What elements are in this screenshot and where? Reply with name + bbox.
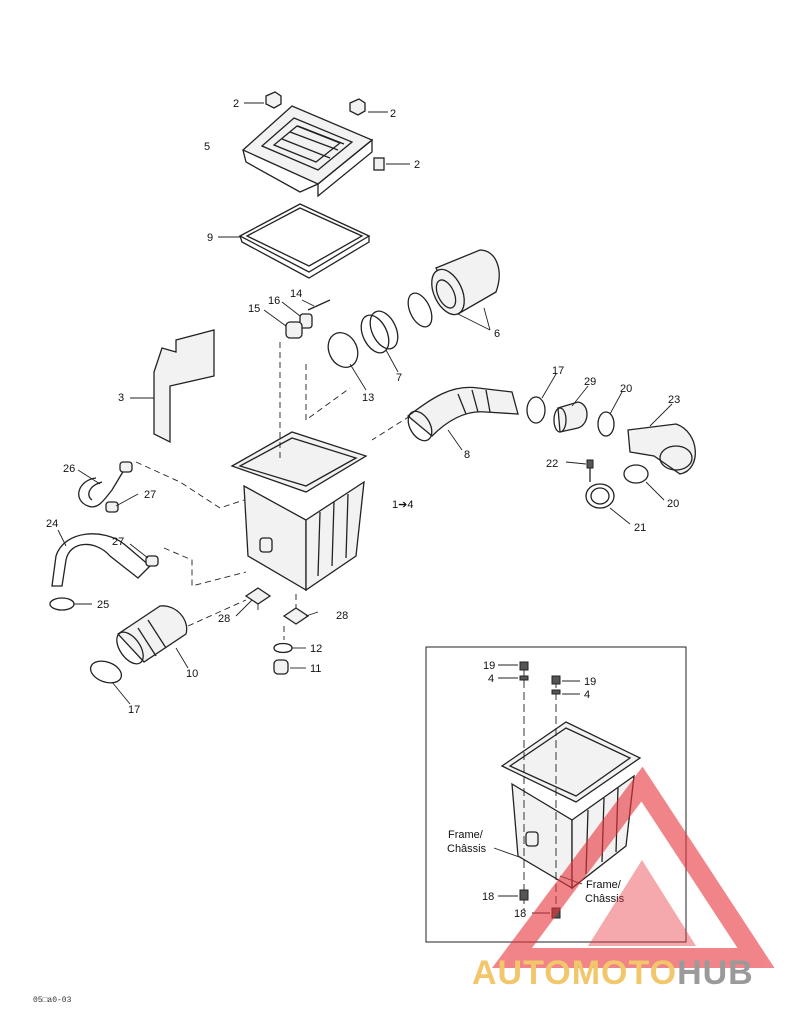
callout-5: 5 — [204, 141, 210, 153]
inset-callout-4b: 4 — [584, 689, 590, 701]
callout-28a: 28 — [218, 613, 230, 625]
filter-gasket — [238, 203, 371, 279]
plug-11 — [273, 659, 289, 675]
figure-code: 05□a0-03 — [33, 996, 72, 1005]
airbox-cover — [241, 105, 374, 198]
callout-17b: 17 — [128, 704, 140, 716]
callout-10: 10 — [186, 668, 198, 680]
inset-callout-18a: 18 — [482, 891, 494, 903]
callout-20a: 20 — [620, 383, 632, 395]
screw-22 — [586, 459, 594, 482]
clamp-27-upper — [105, 461, 133, 513]
drain-hose-26 — [78, 469, 125, 508]
coupler-29 — [553, 401, 588, 433]
callout-9: 9 — [207, 232, 213, 244]
elbow-23 — [627, 423, 696, 475]
callout-20b: 20 — [667, 498, 679, 510]
callout-6: 6 — [494, 328, 500, 340]
clamp-17-bottom — [89, 660, 123, 684]
callout-2c: 2 — [414, 159, 420, 171]
inset-callout-4a: 4 — [488, 673, 494, 685]
callout-15: 15 — [248, 303, 260, 315]
callout-labels: 2 2 2 5 9 14 16 15 6 13 7 3 17 29 20 23 … — [46, 98, 680, 716]
inset-frame-left-line1: Frame/ — [448, 829, 484, 841]
clip-part-top-right — [349, 98, 366, 116]
callout-14: 14 — [290, 288, 302, 300]
callout-28b: 28 — [336, 610, 348, 622]
callout-22: 22 — [546, 458, 558, 470]
watermark-logo-triangle — [492, 766, 775, 968]
callout-3: 3 — [118, 392, 124, 404]
brand-part-automoto: AUTOMOTO — [472, 954, 678, 992]
callout-23: 23 — [668, 394, 680, 406]
callout-1-to-4: 1➔4 — [392, 499, 413, 511]
callout-17a: 17 — [552, 365, 564, 377]
bracket-21 — [585, 483, 615, 509]
callout-7: 7 — [396, 372, 402, 384]
clamp-25 — [49, 597, 75, 611]
inset-frame-right-line1: Frame/ — [586, 879, 622, 891]
clip-12 — [273, 642, 293, 654]
callout-13: 13 — [362, 392, 374, 404]
callout-2a: 2 — [233, 98, 239, 110]
hose-24 — [51, 533, 151, 587]
callout-12: 12 — [310, 643, 322, 655]
airbox-body — [230, 431, 368, 592]
intake-hose — [406, 386, 519, 442]
clamp-27-lower — [145, 555, 159, 567]
throttle-adaptor-10 — [116, 605, 188, 665]
inset-callout-18b: 18 — [514, 908, 526, 920]
callout-25: 25 — [97, 599, 109, 611]
callout-8: 8 — [464, 449, 470, 461]
pad-28-right — [282, 607, 310, 625]
clip-part-top-left — [265, 91, 282, 109]
assembly-dashes — [135, 342, 411, 640]
side-panel — [153, 329, 215, 444]
callout-21: 21 — [634, 522, 646, 534]
callout-11: 11 — [310, 663, 321, 675]
callout-29: 29 — [584, 376, 596, 388]
inset-callout-19a: 19 — [483, 660, 495, 672]
brand-part-hub: HUB — [677, 954, 754, 992]
clamp-17-right — [526, 396, 546, 424]
callout-26: 26 — [63, 463, 75, 475]
clip-part-right — [373, 157, 385, 171]
callout-27b: 27 — [112, 536, 124, 548]
callout-16: 16 — [268, 295, 280, 307]
watermark-brand-text: AUTOMOTOHUB — [472, 954, 754, 993]
leader-lines — [57, 102, 673, 705]
clamp-20-top — [597, 411, 615, 437]
inset-callout-19b: 19 — [584, 676, 596, 688]
inset-frame-left-line2: Châssis — [447, 843, 487, 855]
callout-2b: 2 — [390, 108, 396, 120]
callout-24: 24 — [46, 518, 58, 530]
callout-27a: 27 — [144, 489, 156, 501]
inset-frame-right-line2: Châssis — [585, 893, 625, 905]
pad-28-left — [244, 587, 272, 605]
clamp-20-bottom — [623, 464, 649, 484]
air-filter-element — [285, 249, 500, 369]
